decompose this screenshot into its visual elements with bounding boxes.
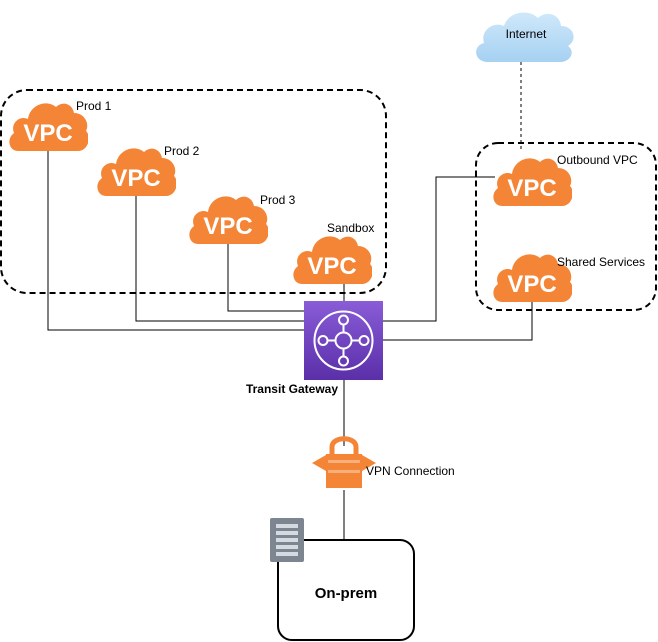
vpc-label-prod-2: Prod 2 [164,144,200,158]
connection-lines [47,62,533,540]
server-icon [270,518,304,562]
vpc-icon-text: VPC [23,120,72,147]
vpc-prod-3: VPC Prod 3 [189,193,296,244]
onprem: On-prem [270,518,415,641]
internet-label: Internet [506,27,547,41]
vpc-label-prod-1: Prod 1 [76,99,112,113]
onprem-box [277,539,415,641]
transit-gateway-label: Transit Gateway [246,382,338,396]
vpc-icon-text: VPC [307,253,356,280]
vpc-icon-text: VPC [507,175,556,202]
vpc-label-prod-3: Prod 3 [260,193,296,207]
vpc-prod-2: VPC Prod 2 [97,144,200,196]
vpc-label-shared-services: Shared Services [557,255,645,269]
vpc-shared-services: VPC Shared Services [493,254,645,302]
vpc-icon-text: VPC [111,165,160,192]
vpc-outbound: VPC Outbound VPC [493,153,638,206]
internet-cloud-icon [476,12,574,62]
vpc-label-sandbox: Sandbox [327,221,374,235]
vpn-lock-icon [312,436,376,488]
vpc-prod-1: VPC Prod 1 [9,99,112,151]
prod-vpc-group [0,89,387,294]
onprem-label: On-prem [315,585,378,602]
vpn-label: VPN Connection [366,464,455,478]
vpc-label-outbound: Outbound VPC [557,153,638,167]
vpc-sandbox: VPC Sandbox [293,221,374,284]
internet-cloud: Internet [476,12,574,62]
vpc-icon-text: VPC [203,213,252,240]
transit-gateway: Transit Gateway [246,301,383,396]
vpc-icon-text: VPC [507,271,556,298]
shared-vpc-group [475,142,657,311]
transit-gateway-icon [313,310,374,371]
vpn-connection: VPN Connection [312,436,455,488]
